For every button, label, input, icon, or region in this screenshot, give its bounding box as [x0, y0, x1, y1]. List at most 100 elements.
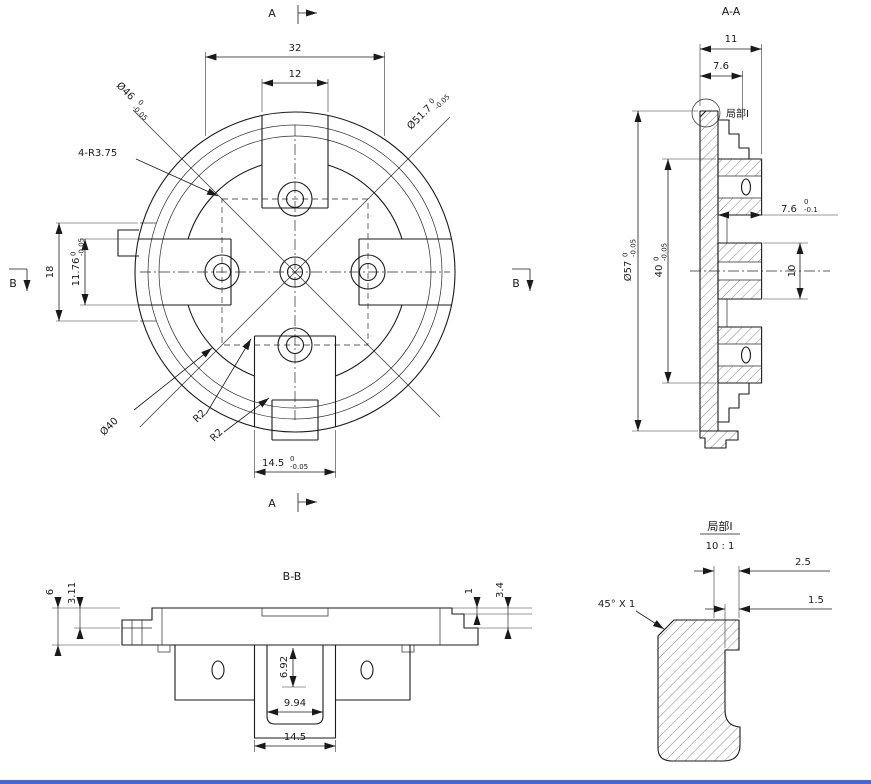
svg-text:0: 0	[136, 98, 145, 107]
svg-text:Ø57: Ø57	[622, 261, 634, 282]
bottom-window-edge	[0, 780, 871, 784]
left-rim-notch	[117, 229, 139, 257]
slot-inner	[266, 645, 324, 725]
section-bb-geometry	[121, 607, 479, 739]
dim-text-10: 10	[787, 265, 798, 278]
dim-text-dia46: Ø46 0 -0.05	[114, 80, 149, 123]
svg-text:-0.05: -0.05	[661, 243, 669, 261]
lobe-arc-se	[335, 304, 403, 377]
section-bb-view: B-B 6	[45, 570, 532, 752]
dim-text-dia40: Ø40	[98, 415, 121, 438]
dim-text-fillet: 4-R3.75	[78, 148, 117, 159]
svg-text:-0.05: -0.05	[78, 238, 86, 256]
dim-text-692: 6.92	[279, 656, 290, 678]
bottom-rim-steps	[718, 383, 750, 423]
detail-scale: 10 : 1	[706, 541, 735, 552]
section-marker-b-right: B	[512, 277, 520, 290]
dim-text-dia57: Ø57 0 -0.05	[622, 239, 638, 281]
dim-text-34: 3.4	[495, 582, 506, 598]
svg-text:18: 18	[45, 266, 56, 279]
svg-text:0: 0	[653, 257, 661, 261]
plate-profile	[121, 607, 479, 646]
dim-text-11: 11	[725, 34, 738, 45]
svg-text:-0.05: -0.05	[290, 463, 308, 471]
svg-text:40: 40	[654, 265, 665, 278]
detail-title: 局部I	[707, 519, 732, 533]
detail-shape	[657, 619, 741, 762]
svg-text:R2: R2	[191, 408, 208, 425]
dim-text-bb-145: 14.5	[284, 732, 306, 743]
chamfer-note: 45° X 1	[598, 599, 635, 610]
right-lug	[401, 644, 415, 653]
section-aa-view: A-A	[622, 5, 838, 449]
dim-text-6: 6	[45, 589, 56, 595]
svg-text:3.4: 3.4	[495, 582, 506, 598]
detail-callout-circle	[691, 98, 721, 128]
slot-outer	[253, 645, 337, 739]
section-marker-b-left: B	[9, 277, 17, 290]
section-aa-title: A-A	[722, 5, 741, 18]
left-lug	[157, 644, 171, 653]
svg-text:R2: R2	[208, 427, 225, 444]
dim-text-40: 40 0 -0.05	[653, 243, 669, 277]
dim-text-76-top: 7.6	[713, 61, 729, 72]
bolt-hole-section-top	[740, 178, 752, 196]
svg-text:-0.05: -0.05	[130, 104, 148, 122]
dim-text-145: 14.5 0 -0.05	[262, 455, 308, 471]
svg-text:7.6: 7.6	[781, 204, 797, 215]
svg-text:Ø51.7: Ø51.7	[405, 102, 435, 132]
section-bb-title: B-B	[283, 570, 302, 583]
svg-text:3.11: 3.11	[67, 582, 78, 604]
dim-text-dia517: Ø51.7 0 -0.05	[405, 93, 452, 132]
svg-text:10: 10	[787, 265, 798, 278]
svg-text:1: 1	[464, 588, 475, 594]
dim-text-18: 18	[45, 266, 56, 279]
front-view-geometry	[117, 109, 456, 441]
section-aa-dimensions: 11 7.6 Ø57 0 -0.05 40 0 -0.05	[622, 34, 838, 432]
front-view: 32 12 Ø46 0 -0.05 Ø51.7 0 -0.05 4-R3.75	[9, 5, 534, 512]
diagonal-leader-nw	[132, 109, 441, 418]
section-cut-markers: A A B B	[9, 5, 534, 512]
svg-text:6.92: 6.92	[279, 656, 290, 678]
section-aa-geometry: 局部I	[690, 98, 830, 449]
svg-text:-0.05: -0.05	[433, 93, 451, 111]
svg-text:Ø46: Ø46	[114, 80, 137, 103]
hole-section-left	[211, 660, 225, 680]
pocket-step-upper	[717, 214, 728, 244]
detail-dimensions: 2.5 1.5 45° X 1	[598, 557, 832, 648]
dim-text-r2-a: R2	[191, 408, 208, 425]
front-view-dimensions: 32 12 Ø46 0 -0.05 Ø51.7 0 -0.05 4-R3.75	[45, 43, 452, 478]
svg-text:14.5: 14.5	[262, 458, 284, 469]
svg-text:0: 0	[290, 455, 294, 463]
lobe-arc-sw	[187, 304, 255, 377]
hole-section-right	[360, 660, 374, 680]
diagonal-leader-ne	[139, 116, 451, 428]
svg-text:-0.1: -0.1	[804, 206, 818, 214]
mid-block	[174, 645, 411, 701]
svg-text:0: 0	[428, 97, 437, 106]
section-bb-dimensions: 6 3.11 1 3.4	[45, 582, 532, 752]
dim-text-r2-b: R2	[208, 427, 225, 444]
detail-view: 局部I 10 : 1 2.5 1.5 45° X 1	[598, 519, 832, 762]
bolt-hole-section-bottom	[740, 346, 752, 364]
svg-text:-0.05: -0.05	[630, 239, 638, 257]
dim-text-1: 1	[464, 588, 475, 594]
svg-text:0: 0	[70, 252, 78, 256]
svg-text:0: 0	[804, 198, 808, 206]
bolt-square-dashed	[221, 198, 369, 346]
dim-text-15: 1.5	[808, 595, 824, 606]
dim-text-1176: 11.76 0 -0.05	[70, 238, 86, 286]
top-rim-steps	[718, 119, 750, 159]
outer-circle	[134, 111, 456, 433]
section-marker-a-top: A	[268, 7, 276, 20]
svg-text:6: 6	[45, 589, 56, 595]
detail-callout-label: 局部I	[726, 107, 749, 120]
dim-text-311: 3.11	[67, 582, 78, 604]
dim-text-12: 12	[289, 69, 302, 80]
pocket-step-lower	[717, 298, 728, 328]
dim-text-32: 32	[289, 43, 302, 54]
dim-text-25: 2.5	[795, 557, 811, 568]
dim-text-994: 9.94	[284, 698, 306, 709]
svg-text:0: 0	[622, 253, 630, 257]
